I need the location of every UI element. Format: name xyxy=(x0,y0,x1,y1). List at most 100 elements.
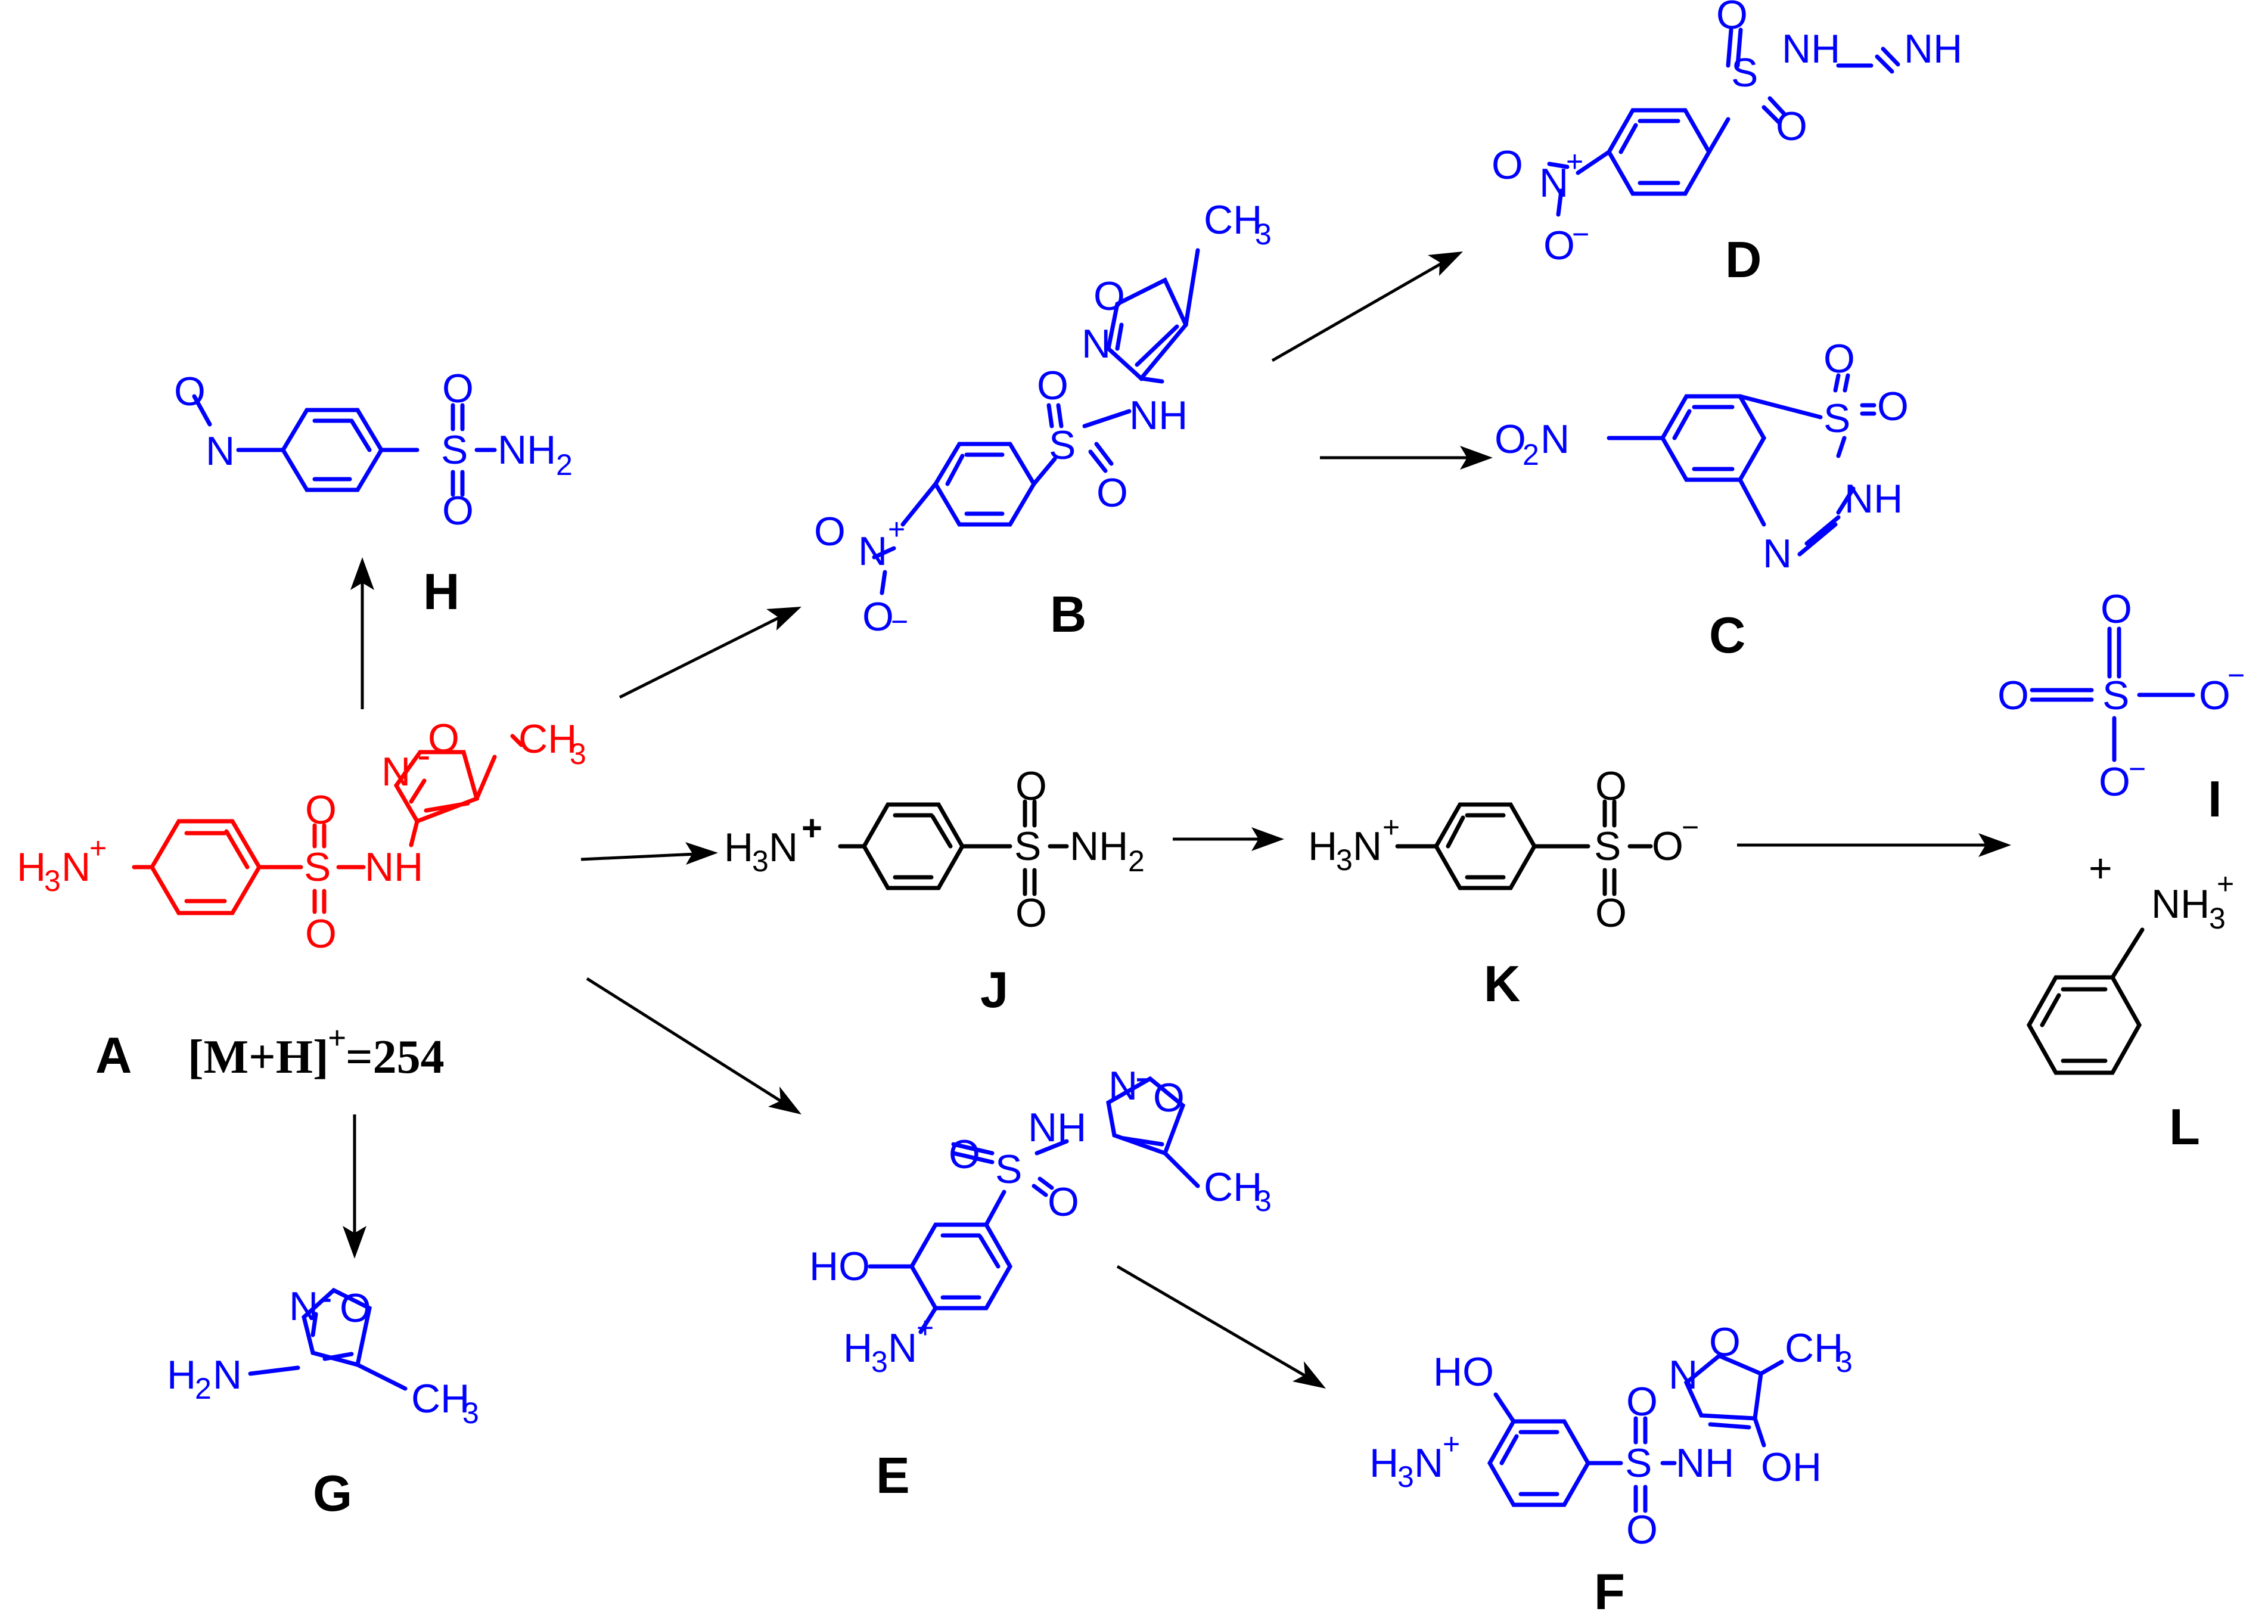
arrow-a-to-b xyxy=(619,609,794,699)
svg-text:NH: NH xyxy=(1904,26,1962,72)
svg-text:O: O xyxy=(1877,384,1909,429)
svg-text:O: O xyxy=(1823,336,1855,381)
svg-text:+: + xyxy=(888,513,905,546)
compound-g-label: G xyxy=(313,1465,352,1522)
svg-text:2: 2 xyxy=(556,448,573,482)
svg-text:S: S xyxy=(1823,396,1850,441)
svg-text:3: 3 xyxy=(462,1396,479,1430)
arrowhead-b-to-d xyxy=(1428,251,1463,276)
compound-a-mass-label: [M+H] xyxy=(188,1031,329,1083)
arrowhead-e-to-f xyxy=(1293,1361,1326,1389)
svg-text:O: O xyxy=(2199,673,2230,718)
svg-text:O: O xyxy=(1096,470,1128,516)
svg-text:O: O xyxy=(442,366,474,411)
svg-text:-: - xyxy=(1135,1054,1149,1100)
svg-text:−: − xyxy=(2129,752,2146,785)
svg-text:N: N xyxy=(1763,531,1792,576)
svg-text:3: 3 xyxy=(1836,1345,1853,1378)
svg-text:O: O xyxy=(1709,1319,1741,1365)
svg-text:NH: NH xyxy=(365,844,423,890)
plus-sign: + xyxy=(2089,846,2112,891)
svg-text:CH: CH xyxy=(518,716,577,762)
compound-h-label: H xyxy=(423,564,459,620)
svg-text:3: 3 xyxy=(1397,1460,1414,1493)
svg-text:H: H xyxy=(17,844,46,890)
svg-text:3: 3 xyxy=(570,737,586,771)
svg-text:−: − xyxy=(1572,218,1589,251)
arrowhead-a-to-h xyxy=(350,557,374,590)
svg-text:O: O xyxy=(1492,142,1523,188)
svg-text:O: O xyxy=(1716,0,1748,38)
svg-text:NH: NH xyxy=(498,427,556,473)
svg-text:2: 2 xyxy=(1523,438,1539,471)
compound-d: O N+ O− S O O NH NH D xyxy=(1492,0,1962,288)
svg-text:+: + xyxy=(916,1311,934,1344)
svg-text:2: 2 xyxy=(1128,844,1145,878)
svg-text:N: N xyxy=(1539,160,1568,206)
svg-text:S: S xyxy=(1049,423,1076,468)
svg-text:CH: CH xyxy=(1785,1325,1843,1371)
svg-text:OH: OH xyxy=(1761,1445,1822,1490)
svg-text:O: O xyxy=(1037,363,1068,408)
svg-text:O: O xyxy=(305,787,337,833)
svg-text:N: N xyxy=(1414,1440,1443,1486)
arrow-e-to-f xyxy=(1116,1265,1318,1384)
svg-text:S: S xyxy=(1625,1440,1652,1486)
svg-text:N: N xyxy=(1108,1063,1138,1108)
svg-text:+: + xyxy=(1382,811,1400,844)
svg-text:−: − xyxy=(891,605,908,638)
svg-text:3: 3 xyxy=(1336,843,1353,877)
svg-text:N: N xyxy=(61,844,91,890)
compound-a-label: A xyxy=(95,1027,132,1084)
svg-text:3: 3 xyxy=(871,1345,888,1378)
compound-i: O O S O− O− I xyxy=(1997,586,2245,828)
svg-text:−: − xyxy=(2227,659,2245,692)
compound-b: O N+ O− S O O NH N O CH3 B xyxy=(814,197,1272,643)
arrow-b-to-d xyxy=(1271,254,1455,362)
svg-text:+: + xyxy=(801,808,822,848)
svg-text:S: S xyxy=(441,427,468,473)
svg-text:-: - xyxy=(417,732,431,778)
svg-text:N: N xyxy=(888,1325,917,1371)
svg-text:S: S xyxy=(1731,50,1758,95)
svg-text:S: S xyxy=(995,1147,1022,1192)
svg-text:N: N xyxy=(381,749,411,794)
svg-text:O: O xyxy=(340,1285,371,1331)
svg-text:O: O xyxy=(1543,223,1575,268)
svg-text:O: O xyxy=(305,911,337,957)
svg-text:O: O xyxy=(862,594,894,639)
arrow-a-to-j xyxy=(580,852,710,861)
svg-text:O: O xyxy=(1093,274,1125,319)
compound-i-label: I xyxy=(2208,771,2222,828)
svg-text:NH: NH xyxy=(1070,824,1128,869)
arrowhead-j-to-k xyxy=(1251,827,1284,851)
svg-text:HO: HO xyxy=(1433,1349,1494,1395)
arrowhead-b-to-c xyxy=(1460,446,1493,470)
svg-text:N: N xyxy=(1669,1352,1698,1398)
svg-text:O: O xyxy=(2099,759,2130,805)
svg-text:O: O xyxy=(1153,1075,1185,1120)
compound-k-label: K xyxy=(1484,956,1520,1013)
svg-text:O: O xyxy=(2101,586,2132,632)
svg-text:O: O xyxy=(1048,1179,1079,1225)
svg-text:O: O xyxy=(442,488,474,533)
svg-text:O: O xyxy=(1652,824,1683,869)
svg-text:O: O xyxy=(1776,104,1807,149)
svg-text:CH: CH xyxy=(1204,1165,1262,1210)
svg-text:N: N xyxy=(769,825,798,870)
svg-text:O: O xyxy=(1015,763,1047,809)
svg-text:N: N xyxy=(858,529,887,574)
svg-text:NH: NH xyxy=(2151,881,2210,927)
arrowhead-a-to-g xyxy=(343,1226,366,1259)
svg-text:CH: CH xyxy=(1204,197,1262,243)
svg-text:N: N xyxy=(1082,321,1111,367)
svg-text:O: O xyxy=(1495,417,1526,462)
svg-text:3: 3 xyxy=(1255,218,1272,251)
